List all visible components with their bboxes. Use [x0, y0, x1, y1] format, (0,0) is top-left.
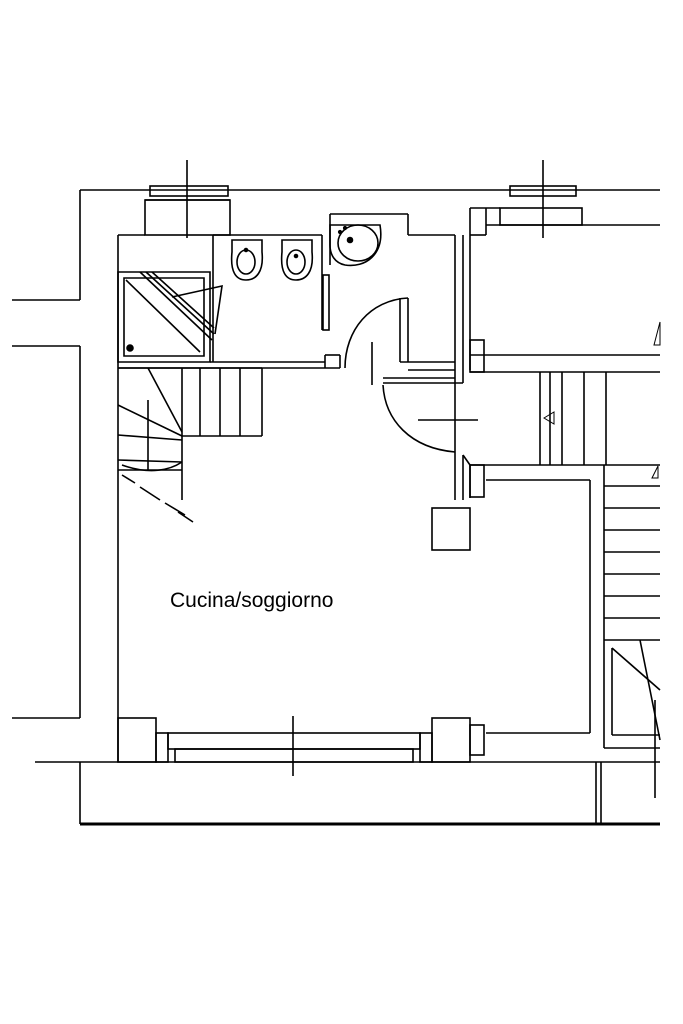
shower	[117, 271, 223, 363]
room-label: Cucina/soggiorno	[170, 589, 333, 612]
bathroom-door	[344, 297, 409, 385]
hallway-door	[382, 383, 478, 455]
window-bottom	[117, 716, 485, 776]
staircase-right	[604, 465, 661, 798]
window-top-left	[144, 160, 231, 238]
outer-walls	[12, 189, 660, 826]
right-edge-marks	[653, 321, 661, 346]
bidet	[230, 239, 264, 281]
sink	[329, 224, 382, 267]
wc	[280, 239, 314, 281]
window-top-right	[499, 160, 583, 238]
bathroom-partition	[322, 274, 330, 331]
column	[431, 507, 471, 551]
staircase-center	[539, 372, 607, 465]
staircase-left	[117, 367, 263, 523]
